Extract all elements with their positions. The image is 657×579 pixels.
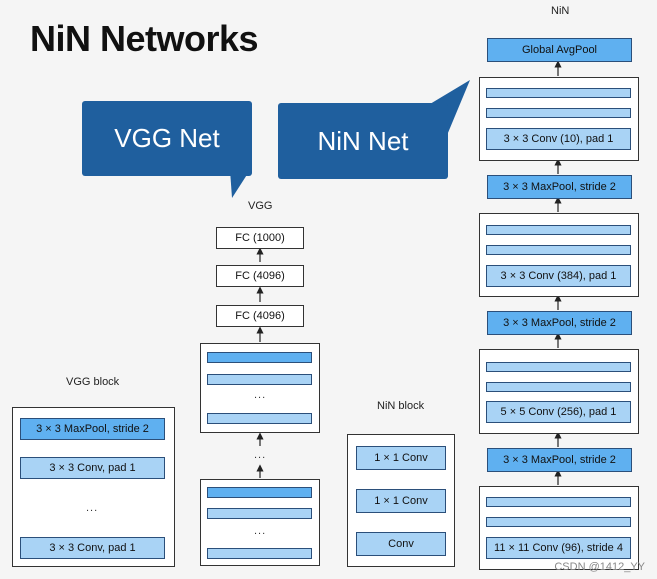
vgg-upper-pool — [207, 352, 312, 363]
nin-stage-3-conv-a — [486, 225, 631, 235]
vgg-upper-ellipsis: ... — [254, 389, 267, 401]
vgg-lower-conv-a — [207, 508, 312, 519]
vgg-block-conv-top: 3 × 3 Conv, pad 1 — [20, 457, 165, 479]
vgg-middle-ellipsis: ... — [254, 449, 267, 461]
page-title: NiN Networks — [30, 18, 259, 59]
watermark: CSDN @1412_YY — [554, 561, 645, 573]
nin-maxpool-1: 3 × 3 MaxPool, stride 2 — [487, 448, 632, 472]
vgg-fc-4096-b: FC (4096) — [216, 305, 304, 327]
nin-maxpool-2: 3 × 3 MaxPool, stride 2 — [487, 311, 632, 335]
nin-stage-4-conv-b — [486, 108, 631, 118]
vgg-net-bubble: VGG Net — [82, 101, 252, 176]
vgg-upper-conv-a — [207, 374, 312, 385]
nin-stage-2-conv-a — [486, 362, 631, 372]
nin-global-avgpool: Global AvgPool — [487, 38, 632, 62]
nin-block-label: NiN block — [377, 400, 425, 412]
nin-block-conv: Conv — [356, 532, 446, 556]
nin-stage-1-conv-a — [486, 497, 631, 507]
vgg-fc-4096-a: FC (4096) — [216, 265, 304, 287]
nin-stage-4-conv: 3 × 3 Conv (10), pad 1 — [486, 128, 631, 150]
vgg-lower-ellipsis: ... — [254, 525, 267, 537]
nin-stage-3-conv-b — [486, 245, 631, 255]
vgg-lower-conv-b — [207, 548, 312, 559]
nin-label: NiN — [551, 5, 570, 17]
vgg-block-conv-bottom: 3 × 3 Conv, pad 1 — [20, 537, 165, 559]
vgg-block-ellipsis: ... — [86, 502, 99, 514]
nin-block-1x1-conv-mid: 1 × 1 Conv — [356, 489, 446, 513]
nin-stage-1-conv-b — [486, 517, 631, 527]
nin-maxpool-3: 3 × 3 MaxPool, stride 2 — [487, 175, 632, 199]
nin-stage-3-conv: 3 × 3 Conv (384), pad 1 — [486, 265, 631, 287]
nin-stage-2-conv: 5 × 5 Conv (256), pad 1 — [486, 401, 631, 423]
vgg-lower-pool — [207, 487, 312, 498]
nin-stage-1-conv: 11 × 11 Conv (96), stride 4 — [486, 537, 631, 559]
nin-stage-4-conv-a — [486, 88, 631, 98]
vgg-block-maxpool: 3 × 3 MaxPool, stride 2 — [20, 418, 165, 440]
nin-stage-2-conv-b — [486, 382, 631, 392]
vgg-label: VGG — [248, 200, 273, 212]
vgg-upper-conv-b — [207, 413, 312, 424]
nin-block-1x1-conv-top: 1 × 1 Conv — [356, 446, 446, 470]
vgg-block-label: VGG block — [66, 376, 120, 388]
nin-net-bubble: NiN Net — [278, 103, 448, 179]
vgg-fc-1000: FC (1000) — [216, 227, 304, 249]
